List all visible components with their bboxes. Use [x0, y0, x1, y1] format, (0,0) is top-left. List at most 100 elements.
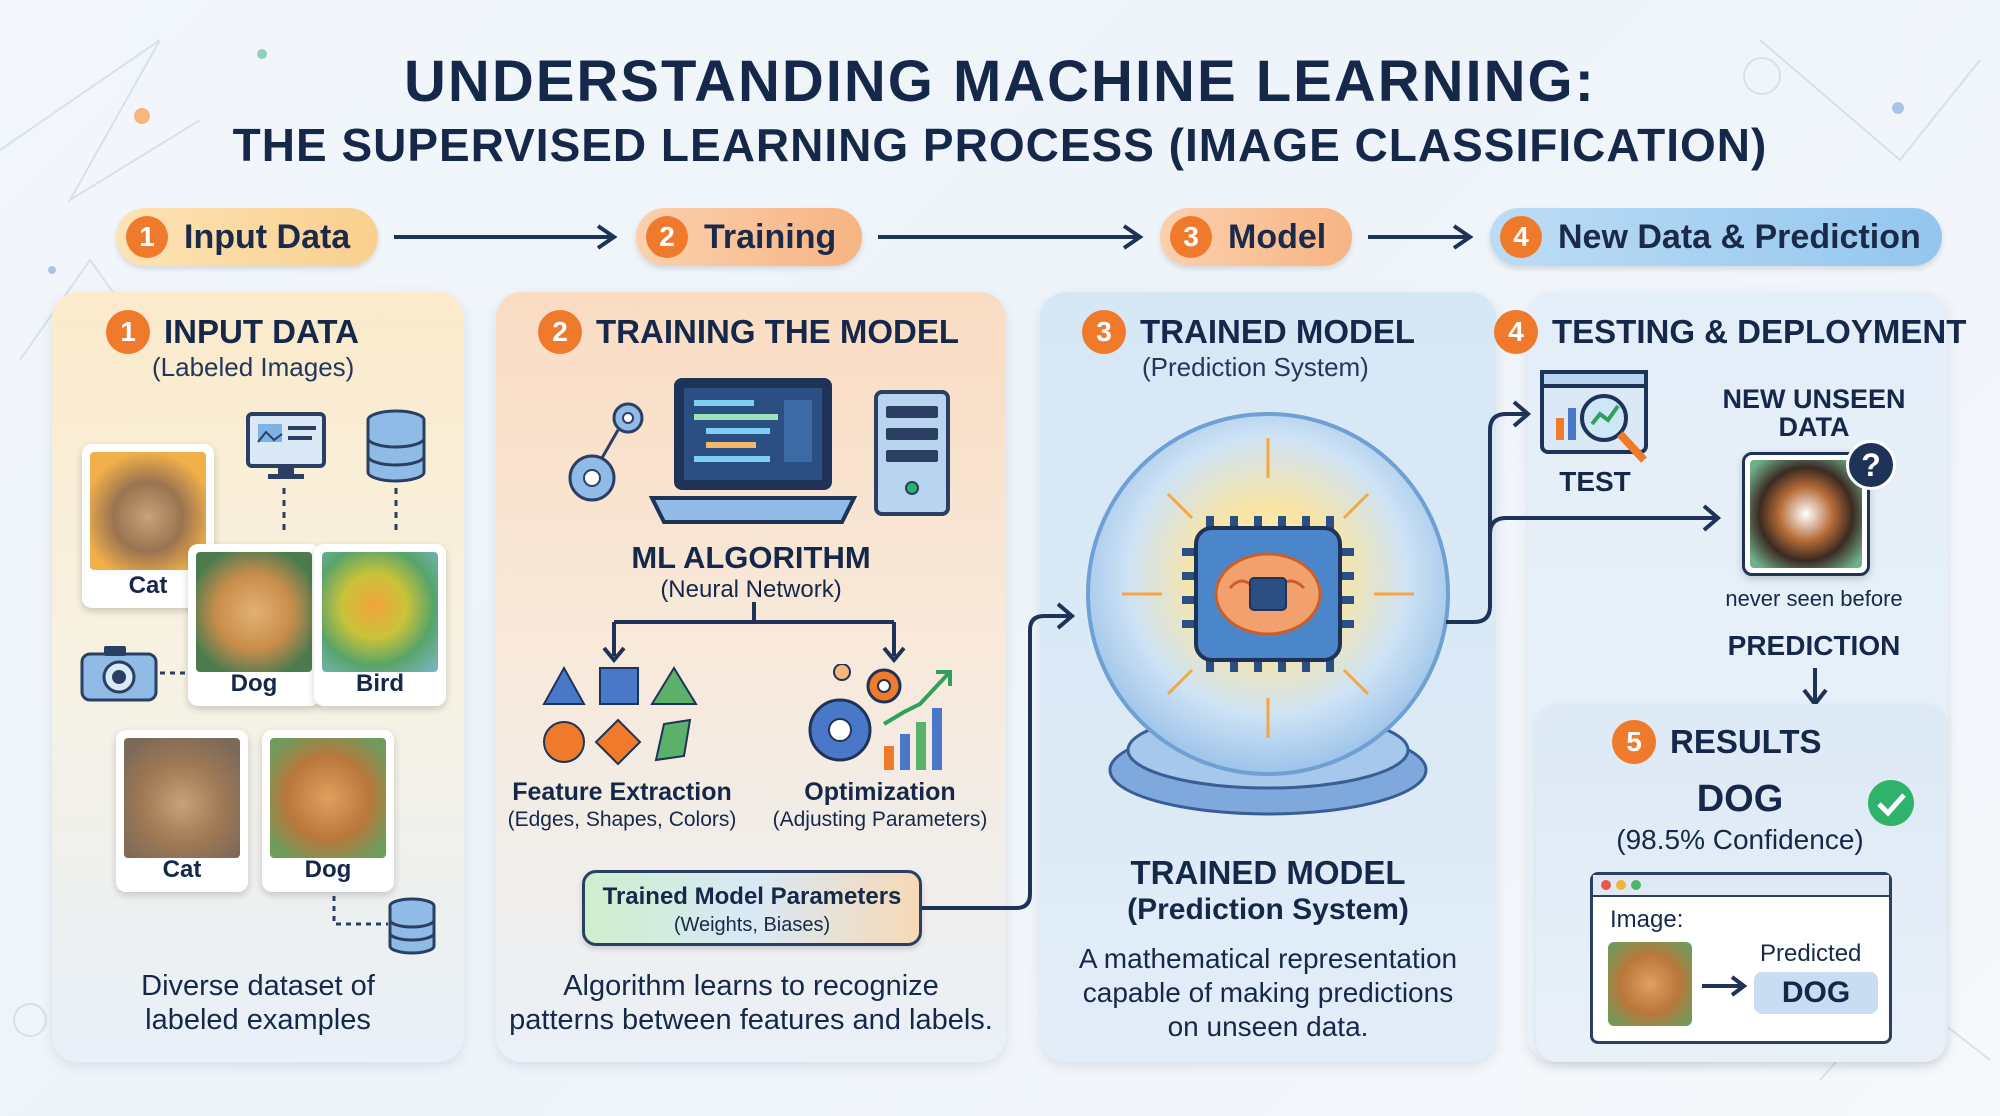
panel4-heading-text: TESTING & DEPLOYMENT — [1552, 313, 1967, 350]
panel2-number: 2 — [538, 310, 582, 354]
camera-icon — [80, 646, 158, 702]
window-dot-yellow — [1616, 880, 1626, 890]
panel1-caption-line2: labeled examples — [145, 1004, 371, 1036]
new-unseen-data-line2: DATA — [1778, 412, 1850, 442]
step-number: 3 — [1170, 216, 1212, 258]
image-card-bird: Bird — [314, 544, 446, 706]
image-label: Cat — [162, 856, 202, 883]
database-icon — [366, 409, 426, 483]
crystal-ball-model-icon — [1086, 412, 1450, 816]
panel3-desc-line2: capable of making predictions — [1082, 977, 1454, 1008]
server-icon — [874, 390, 950, 516]
panel3-desc-line3: on unseen data. — [1167, 1011, 1369, 1042]
dog-photo — [1750, 460, 1862, 568]
trained-model-subtitle: (Prediction System) — [1127, 893, 1409, 926]
results-heading-text: RESULTS — [1670, 723, 1822, 760]
result-confidence: (98.5% Confidence) — [1616, 824, 1864, 855]
ml-algorithm-label: ML ALGORITHM — [631, 540, 871, 575]
panel1-number: 1 — [106, 310, 150, 354]
cat-photo — [124, 738, 240, 858]
page-title: UNDERSTANDING MACHINE LEARNING: — [404, 49, 1596, 114]
result-label: DOG — [1696, 778, 1784, 820]
panel2-caption-line2: patterns between features and labels. — [509, 1004, 993, 1036]
image-card-dog: Dog — [188, 544, 320, 706]
panel3-heading: 3 TRAINED MODEL — [1082, 310, 1415, 354]
never-seen-label: never seen before — [1725, 586, 1903, 611]
window-image-label: Image: — [1610, 906, 1684, 933]
panel1-caption-line1: Diverse dataset of — [141, 970, 375, 1002]
prediction-label: PREDICTION — [1727, 630, 1901, 661]
camera-connector — [160, 671, 188, 675]
check-icon — [1868, 780, 1914, 826]
shapes-icon — [542, 665, 698, 766]
image-label: Bird — [356, 670, 404, 697]
feature-extraction-label: Feature Extraction — [512, 778, 732, 806]
gears-icon — [568, 402, 644, 502]
dog-photo — [196, 552, 312, 672]
cat-photo — [90, 452, 206, 570]
results-heading: 5 RESULTS — [1612, 720, 1822, 764]
panel2-caption-line1: Algorithm learns to recognize — [563, 970, 939, 1002]
panel4-heading: 4 TESTING & DEPLOYMENT — [1494, 310, 1966, 354]
panel3-number: 3 — [1082, 310, 1126, 354]
panel3-heading-text: TRAINED MODEL — [1140, 313, 1415, 350]
results-number: 5 — [1612, 720, 1656, 764]
trained-parameters-box: Trained Model Parameters (Weights, Biase… — [582, 870, 922, 946]
trained-model-title: TRAINED MODEL — [1130, 854, 1406, 891]
panel4-number: 4 — [1494, 310, 1538, 354]
window-dog-thumbnail — [1608, 942, 1692, 1026]
panel3-subheading: (Prediction System) — [1142, 352, 1369, 382]
branch-arrows — [602, 602, 906, 664]
optimization-icon — [808, 664, 952, 770]
step-number: 2 — [646, 216, 688, 258]
new-unseen-data-line1: NEW UNSEEN — [1722, 384, 1906, 414]
optimization-label: Optimization — [804, 778, 956, 806]
feature-extraction-sublabel: (Edges, Shapes, Colors) — [507, 808, 737, 831]
panel2-heading-text: TRAINING THE MODEL — [596, 313, 959, 350]
image-card-dog-2: Dog — [262, 730, 394, 892]
trained-parameters-sublabel: (Weights, Biases) — [673, 914, 831, 936]
step-label: Model — [1228, 217, 1327, 256]
step-pill-model: 3 Model — [1160, 208, 1352, 266]
panel1-heading-text: INPUT DATA — [164, 313, 359, 350]
panel1-subheading: (Labeled Images) — [152, 352, 355, 382]
window-dot-red — [1601, 880, 1611, 890]
prediction-arrow — [1802, 668, 1828, 708]
window-dot-green — [1631, 880, 1641, 890]
dog-photo — [270, 738, 386, 858]
step-number: 4 — [1500, 216, 1542, 258]
image-card-cat-2: Cat — [116, 730, 248, 892]
predicted-label: Predicted — [1760, 940, 1862, 967]
step-pill-training: 2 Training — [636, 208, 862, 266]
step-number: 1 — [126, 216, 168, 258]
step-label: New Data & Prediction — [1558, 217, 1921, 256]
panel1-heading: 1 INPUT DATA — [106, 310, 359, 354]
image-label: Dog — [230, 670, 278, 697]
database-icon-small — [332, 896, 436, 955]
test-label: TEST — [1559, 466, 1631, 497]
question-badge: ? — [1846, 440, 1896, 490]
monitor-icon — [246, 412, 326, 479]
laptop-icon — [648, 378, 858, 524]
test-analytics-icon — [1540, 370, 1648, 463]
window-titlebar — [1593, 875, 1889, 897]
step-pill-new-data-prediction: 4 New Data & Prediction — [1490, 208, 1942, 266]
image-label: Cat — [128, 572, 168, 599]
ml-algorithm-sublabel: (Neural Network) — [660, 576, 842, 603]
parameters-to-model-arrow — [922, 602, 1076, 910]
predicted-value-badge: DOG — [1754, 972, 1878, 1014]
bird-photo — [322, 552, 438, 672]
result-arrow — [1702, 975, 1748, 997]
model-to-testing-arrows — [1446, 400, 1722, 624]
trained-parameters-label: Trained Model Parameters — [602, 883, 902, 910]
step-pill-input-data: 1 Input Data — [116, 208, 378, 266]
panel3-desc-line1: A mathematical representation — [1078, 943, 1458, 974]
step-label: Training — [704, 217, 837, 256]
connector-lines — [282, 488, 398, 534]
page-subtitle: THE SUPERVISED LEARNING PROCESS (IMAGE C… — [232, 119, 1768, 171]
step-arrows — [394, 224, 1474, 250]
panel2-heading: 2 TRAINING THE MODEL — [538, 310, 959, 354]
image-label: Dog — [304, 856, 352, 883]
optimization-sublabel: (Adjusting Parameters) — [772, 808, 988, 831]
step-label: Input Data — [184, 217, 351, 256]
